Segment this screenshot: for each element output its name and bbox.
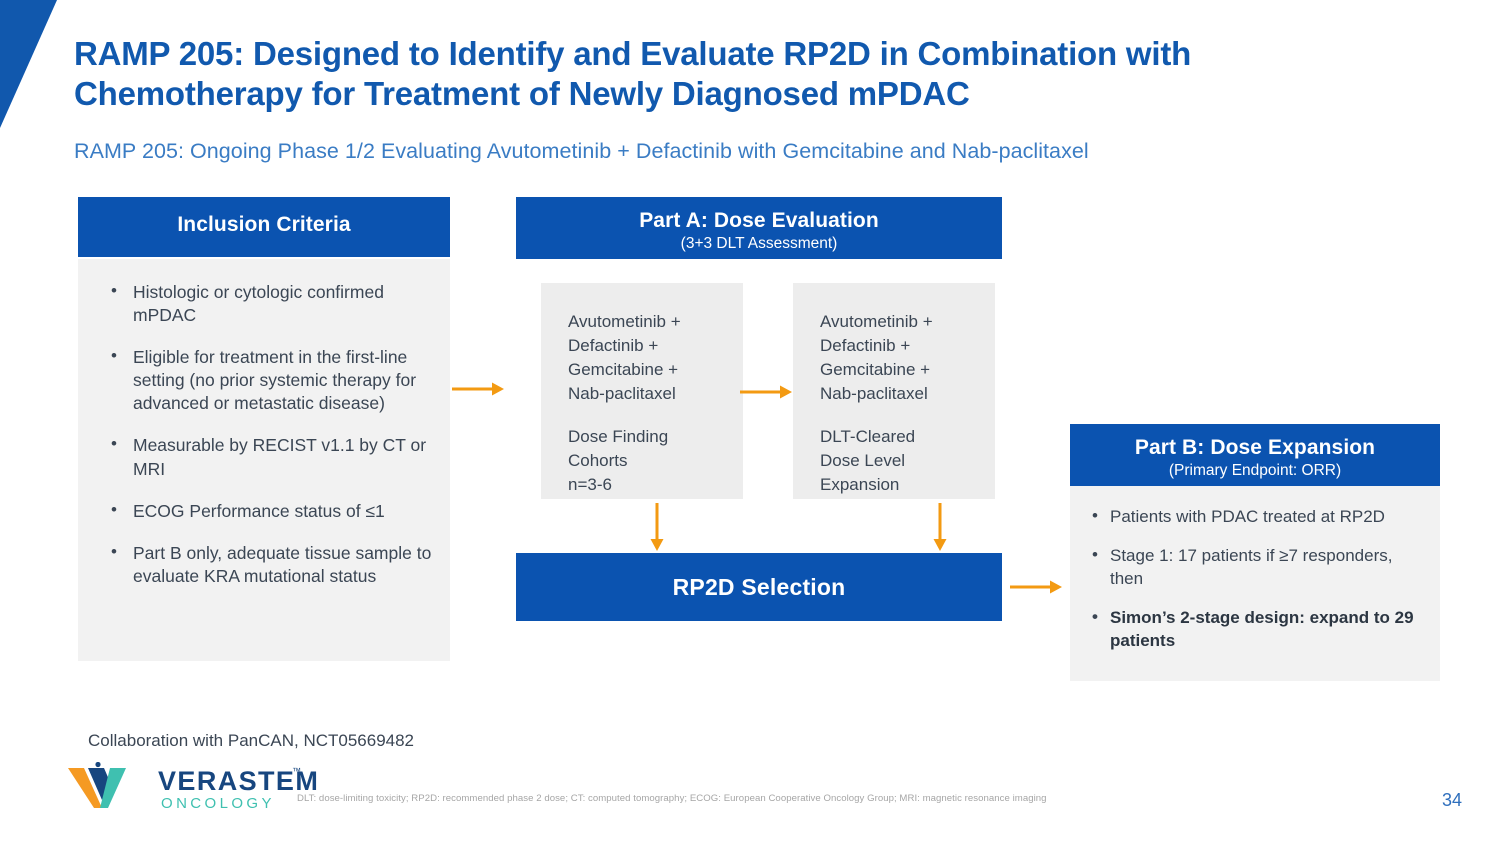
logo-wordmark: VERASTEM (158, 766, 320, 796)
page-subtitle: RAMP 205: Ongoing Phase 1/2 Evaluating A… (74, 139, 1089, 163)
abbreviations-footnote: DLT: dose-limiting toxicity; RP2D: recom… (297, 793, 1047, 804)
dose-box-detail: Dose Finding Cohorts n=3-6 (568, 426, 669, 494)
part-b-body: Patients with PDAC treated at RP2D Stage… (1070, 486, 1440, 681)
inclusion-criteria-list: Histologic or cytologic confirmed mPDAC … (96, 280, 434, 588)
arrow-right-icon-rp2d-to-partb (1010, 578, 1062, 596)
arrow-right-icon-criteria-to-parta (452, 380, 504, 398)
rp2d-selection-label: RP2D Selection (672, 573, 846, 600)
page-title: RAMP 205: Designed to Identify and Evalu… (74, 35, 1192, 113)
part-a-title: Part A: Dose Evaluation (639, 209, 879, 232)
arrow-down-icon-box1 (648, 503, 666, 551)
list-item: Simon’s 2-stage design: expand to 29 pat… (1084, 606, 1426, 652)
part-a-header: Part A: Dose Evaluation (3+3 DLT Assessm… (516, 197, 1002, 259)
dose-box-regimen: Avutometinib + Defactinib + Gemcitabine … (820, 312, 933, 404)
list-item: Stage 1: 17 patients if ≥7 responders, t… (1084, 544, 1426, 590)
logo-tagline: ONCOLOGY (161, 795, 275, 812)
part-a-subtitle: (3+3 DLT Assessment) (680, 235, 838, 253)
collaboration-note: Collaboration with PanCAN, NCT05669482 (88, 731, 415, 750)
rp2d-selection-bar: RP2D Selection (516, 553, 1002, 621)
arrow-down-icon-box2 (931, 503, 949, 551)
part-a-dose-boxes: Avutometinib + Defactinib + Gemcitabine … (516, 283, 1002, 499)
list-item: Histologic or cytologic confirmed mPDAC (96, 280, 434, 327)
verastem-v-mark-icon (68, 761, 126, 808)
dose-box-detail: DLT-Cleared Dose Level Expansion (820, 426, 916, 494)
list-item: Eligible for treatment in the first-line… (96, 345, 434, 415)
part-b-bullet-list: Patients with PDAC treated at RP2D Stage… (1084, 505, 1426, 652)
dose-box-regimen: Avutometinib + Defactinib + Gemcitabine … (568, 312, 681, 404)
inclusion-criteria-body: Histologic or cytologic confirmed mPDAC … (78, 259, 450, 661)
dose-finding-box: Avutometinib + Defactinib + Gemcitabine … (541, 283, 743, 499)
dlt-cleared-expansion-box: Avutometinib + Defactinib + Gemcitabine … (793, 283, 995, 499)
list-item: Measurable by RECIST v1.1 by CT or MRI (96, 433, 434, 480)
logo-trademark: ™ (292, 766, 301, 776)
list-item: ECOG Performance status of ≤1 (96, 499, 434, 523)
list-item: Part B only, adequate tissue sample to e… (96, 541, 434, 588)
part-b-header: Part B: Dose Expansion (Primary Endpoint… (1070, 424, 1440, 486)
page-number: 34 (1441, 790, 1462, 810)
verastem-oncology-logo: VERASTEM ™ ONCOLOGY (62, 761, 322, 818)
corner-wedge-decoration (0, 0, 57, 128)
inclusion-criteria-header: Inclusion Criteria (78, 197, 450, 257)
list-item: Patients with PDAC treated at RP2D (1084, 505, 1426, 528)
part-b-subtitle: (Primary Endpoint: ORR) (1168, 462, 1342, 480)
part-b-title: Part B: Dose Expansion (1134, 436, 1376, 459)
arrow-right-icon-box1-to-box2 (740, 383, 792, 401)
inclusion-criteria-title: Inclusion Criteria (177, 213, 351, 236)
